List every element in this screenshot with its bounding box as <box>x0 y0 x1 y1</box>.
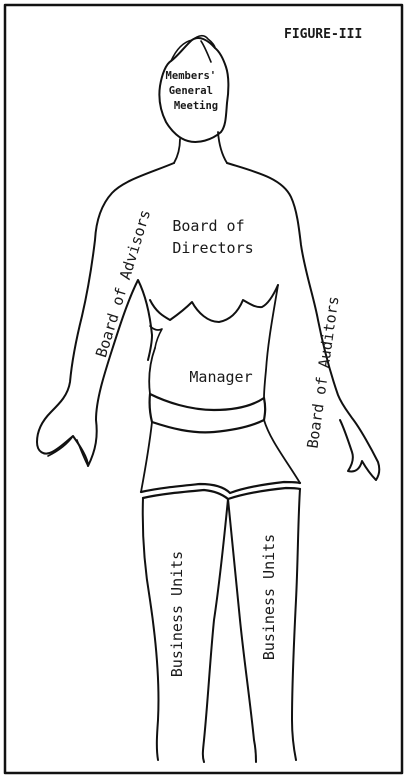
left-arm-label: Board of Auditors <box>303 295 342 450</box>
figure-title: FIGURE-III <box>284 27 362 42</box>
head-label-line-1: Members' <box>166 70 217 82</box>
right-arm-label: Board of Advisors <box>92 207 154 359</box>
belt-outline <box>150 394 266 432</box>
chest-bottom-outline <box>150 285 278 322</box>
chest-label: Board of Directors <box>172 217 253 257</box>
head-label: Members' General Meeting <box>166 70 223 112</box>
chest-label-line-2: Directors <box>172 239 253 257</box>
chest-label-line-1: Board of <box>172 217 244 235</box>
right-leg-label: Business Units <box>168 551 186 677</box>
shorts-hem-outline <box>141 482 300 499</box>
abdomen-label: Manager <box>189 368 252 386</box>
hair-outline <box>171 36 215 62</box>
left-leg-label: Business Units <box>260 534 278 660</box>
head-label-line-3: Meeting <box>174 100 218 112</box>
head-label-line-2: General <box>169 85 213 97</box>
figure-frame <box>5 5 402 773</box>
neck-outline <box>174 132 227 163</box>
